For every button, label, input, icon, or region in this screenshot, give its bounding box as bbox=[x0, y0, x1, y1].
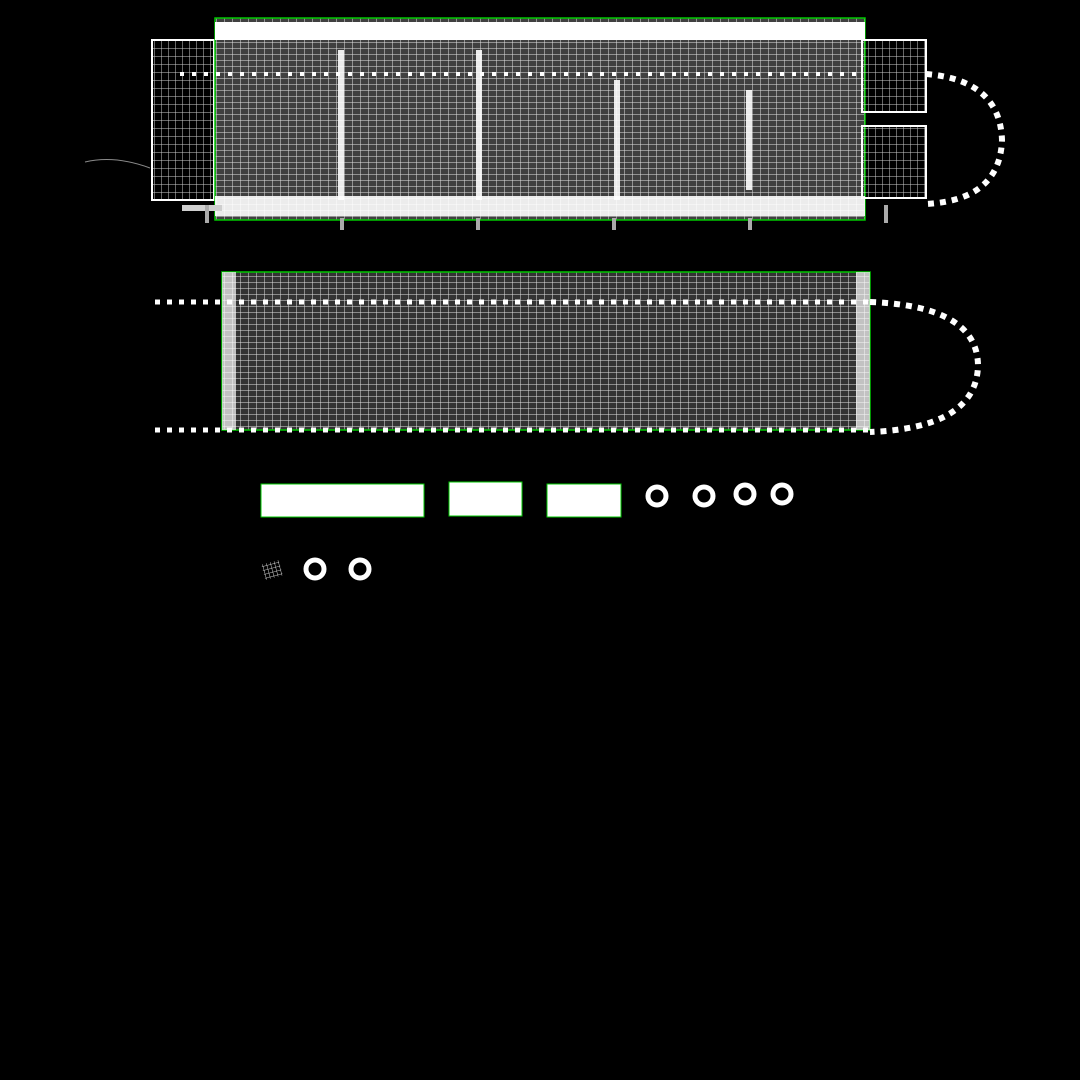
uv-island-rings-row-2 bbox=[261, 557, 372, 581]
uv-island-rings-row-1 bbox=[645, 482, 794, 508]
uv-island-top bbox=[84, 17, 1006, 230]
uv-island-middle bbox=[155, 271, 982, 435]
ring-island bbox=[770, 482, 794, 506]
ring-island bbox=[348, 557, 372, 581]
ring-island bbox=[733, 482, 757, 506]
ring-island bbox=[303, 557, 327, 581]
ring-island bbox=[645, 484, 669, 508]
uv-island-strips bbox=[260, 481, 622, 518]
ring-island bbox=[692, 484, 716, 508]
